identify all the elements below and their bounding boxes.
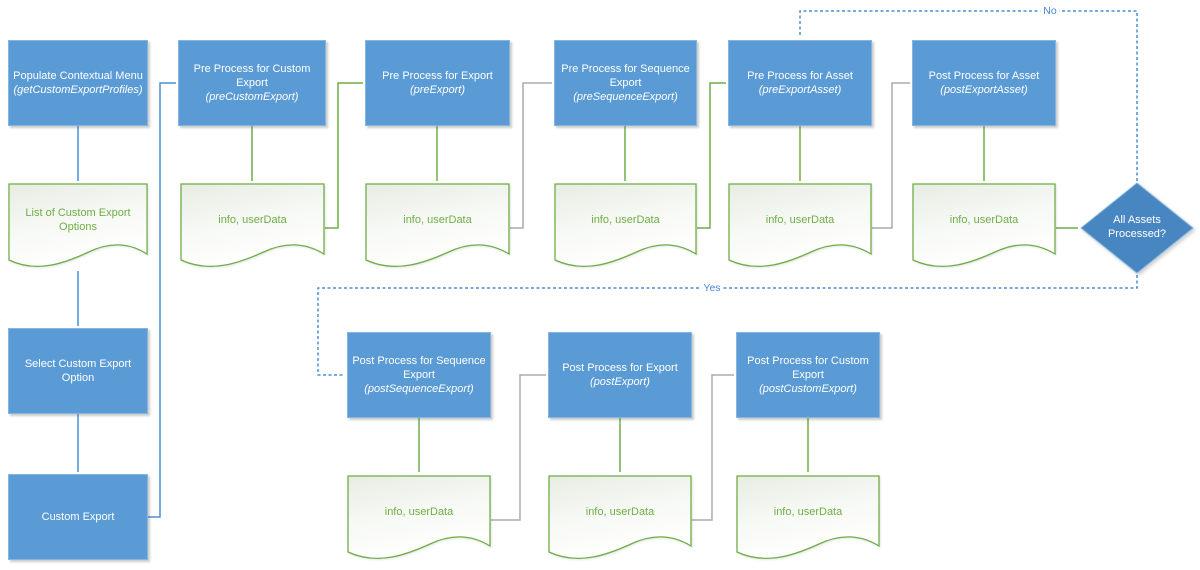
edge-doc-to-post-export: [491, 374, 546, 521]
node-post-process-custom-export: Post Process for Custom Export (postCust…: [736, 332, 880, 418]
node-post-process-sequence-export: Post Process for Sequence Export (postSe…: [347, 332, 491, 418]
doc-pre-custom-output: info, userData: [180, 183, 325, 275]
node-post-process-export: Post Process for Export (postExport): [548, 332, 692, 418]
doc-label: List of Custom Export Options: [25, 206, 131, 233]
doc-label: info, userData: [949, 213, 1019, 226]
doc-label: info, userData: [403, 213, 472, 226]
edge-decision-yes: [317, 275, 1138, 376]
document-shape: [912, 183, 1056, 267]
document-shape: [736, 475, 880, 559]
node-label: Post Process for Export: [562, 361, 678, 374]
doc-label: info, userData: [585, 505, 655, 518]
node-func: (postCustomExport): [759, 383, 857, 396]
doc-pre-sequence-output: info, userData: [554, 183, 697, 275]
edge-label-no: No: [1040, 5, 1060, 17]
decision-shape: [1080, 182, 1194, 274]
node-label: Pre Process for Sequence Export: [561, 62, 690, 89]
node-pre-process-sequence-export: Pre Process for Sequence Export (preSequ…: [554, 40, 697, 126]
doc-pre-export-output: info, userData: [365, 183, 510, 275]
doc-label: info, userData: [765, 213, 835, 226]
doc-post-sequence-output: info, userData: [347, 475, 491, 567]
document-shape: [347, 475, 491, 559]
node-label: Pre Process for Custom Export: [193, 62, 311, 89]
node-label: Post Process for Asset: [928, 69, 1040, 82]
edge-doc-to-post-custom: [692, 374, 734, 521]
node-post-process-asset: Post Process for Asset (postExportAsset): [912, 40, 1056, 126]
document-shape: [8, 183, 148, 267]
doc-post-export-output: info, userData: [548, 475, 692, 567]
node-select-custom-export-option: Select Custom Export Option: [8, 328, 148, 414]
edge-doc-to-pre-sequence: [510, 82, 552, 229]
node-pre-process-custom-export: Pre Process for Custom Export (preCustom…: [178, 40, 326, 126]
document-shape: [554, 183, 697, 267]
doc-label: info, userData: [384, 505, 454, 518]
edge-doc-to-post-asset: [872, 82, 910, 229]
node-func: (preCustomExport): [205, 91, 299, 104]
edge-custom-export-to-pre-custom: [148, 82, 176, 518]
node-label: Post Process for Sequence Export: [352, 354, 486, 381]
node-func: (preSequenceExport): [573, 91, 678, 104]
node-func: (postExport): [590, 376, 650, 388]
document-shape: [180, 183, 325, 267]
node-func: (preExportAsset): [758, 84, 842, 96]
node-func: (postSequenceExport): [364, 383, 474, 396]
node-label: Pre Process for Export: [382, 69, 493, 82]
node-pre-process-asset: Pre Process for Asset (preExportAsset): [728, 40, 872, 126]
node-func: (postExportAsset): [940, 84, 1028, 96]
edge-doc-to-pre-asset: [697, 82, 726, 229]
document-shape: [728, 183, 872, 267]
node-populate-contextual-menu: Populate Contextual Menu (getCustomExpor…: [8, 40, 148, 126]
doc-post-asset-output: info, userData: [912, 183, 1056, 275]
node-custom-export: Custom Export: [8, 474, 148, 560]
node-label: Post Process for Custom Export: [747, 354, 869, 381]
node-func: (preExport): [409, 84, 466, 96]
node-label: All Assets Processed?: [1107, 214, 1167, 240]
node-func: (getCustomExportProfiles): [13, 84, 143, 96]
edge-doc-to-pre-export: [325, 82, 363, 229]
edge-label-yes: Yes: [700, 282, 724, 294]
doc-label: info, userData: [773, 505, 843, 518]
document-shape: [365, 183, 510, 267]
node-label: Pre Process for Asset: [747, 69, 853, 82]
node-label: Populate Contextual Menu: [13, 69, 143, 82]
doc-pre-asset-output: info, userData: [728, 183, 872, 275]
doc-list-of-custom-export-options: List of Custom Export Options: [8, 183, 148, 275]
doc-label: info, userData: [591, 213, 660, 226]
doc-post-custom-output: info, userData: [736, 475, 880, 567]
document-shape: [548, 475, 692, 559]
node-label: Custom Export: [41, 510, 115, 523]
node-label: Select Custom Export Option: [24, 357, 132, 384]
doc-label: info, userData: [218, 213, 287, 226]
node-pre-process-export: Pre Process for Export (preExport): [365, 40, 510, 126]
edge-decision-no-loop: [799, 10, 1138, 181]
node-all-assets-processed-decision: All Assets Processed?: [1080, 182, 1194, 274]
